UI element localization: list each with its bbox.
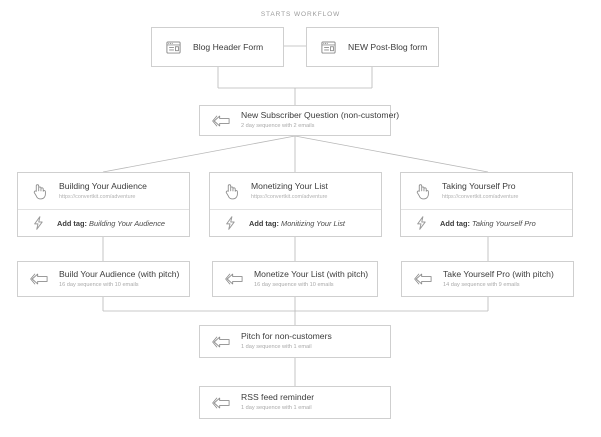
- action-prefix: Add tag:: [440, 218, 470, 228]
- action-prefix: Add tag:: [249, 218, 279, 228]
- node-text: Taking Yourself Pro https://convertkit.c…: [442, 181, 518, 202]
- form-icon: [317, 36, 339, 58]
- node-body: Pitch for non-customers 1 day sequence w…: [200, 326, 390, 357]
- node-subtitle: 16 day sequence with 10 emails: [59, 281, 139, 288]
- node-text: Building Your Audience https://convertki…: [59, 181, 147, 202]
- node-text: Pitch for non-customers 1 day sequence w…: [241, 331, 332, 352]
- node-new-post-blog-form[interactable]: NEW Post-Blog form: [306, 27, 439, 67]
- node-title: Pitch for non-customers: [241, 331, 332, 341]
- node-body: RSS feed reminder 1 day sequence with 1 …: [200, 387, 390, 418]
- sequence-icon: [210, 110, 232, 132]
- node-text: Build Your Audience (with pitch) 16 day …: [59, 269, 179, 290]
- node-subtitle: 1 day sequence with 1 email: [241, 344, 312, 350]
- node-title: Blog Header Form: [193, 41, 264, 52]
- node-text: Monetize Your List (with pitch) 16 day s…: [254, 268, 369, 290]
- workflow-caption: STARTS WORKFLOW: [260, 11, 341, 18]
- node-taking-yourself-pro[interactable]: Taking Yourself Pro https://convertkit.c…: [400, 172, 573, 237]
- node-title: Build Your Audience (with pitch): [59, 268, 180, 279]
- node-take-yourself-pro-pitch[interactable]: Take Yourself Pro (with pitch) 14 day se…: [401, 261, 574, 297]
- click-icon: [411, 180, 433, 202]
- node-body: Blog Header Form: [152, 28, 283, 66]
- divider: [210, 209, 381, 211]
- node-text: Monetizing Your List https://convertkit.…: [251, 181, 328, 202]
- node-title: Monetize Your List (with pitch): [254, 268, 369, 279]
- node-title: Take Yourself Pro (with pitch): [443, 268, 554, 279]
- node-body: Take Yourself Pro (with pitch) 14 day se…: [402, 262, 573, 296]
- sequence-icon: [210, 331, 232, 353]
- node-rss-feed-reminder[interactable]: RSS feed reminder 1 day sequence with 1 …: [199, 386, 391, 419]
- link-section[interactable]: Monetizing Your List https://convertkit.…: [210, 173, 381, 209]
- node-building-your-audience[interactable]: Building Your Audience https://convertki…: [17, 172, 190, 237]
- node-body: New Subscriber Question (non-customer) 2…: [200, 106, 400, 135]
- sequence-icon: [210, 392, 232, 414]
- action-label: Add tag: Taking Yourself Pro: [440, 219, 536, 228]
- node-url: https://convertkit.com/adventure: [251, 193, 328, 200]
- node-title: Building Your Audience: [59, 180, 147, 191]
- node-title: NEW Post-Blog form: [348, 41, 428, 52]
- divider: [401, 209, 572, 211]
- action-section[interactable]: Add tag: Taking Yourself Pro: [401, 210, 572, 236]
- node-text: New Subscriber Question (non-customer) 2…: [241, 110, 400, 131]
- node-monetize-list-pitch[interactable]: Monetize Your List (with pitch) 16 day s…: [212, 261, 378, 297]
- bolt-icon: [28, 213, 48, 233]
- node-url: https://convertkit.com/adventure: [59, 193, 136, 200]
- bolt-icon: [411, 213, 431, 233]
- node-pitch-non-customers[interactable]: Pitch for non-customers 1 day sequence w…: [199, 325, 391, 358]
- node-subtitle: 1 day sequence with 1 email: [241, 405, 312, 411]
- node-new-subscriber-question[interactable]: New Subscriber Question (non-customer) 2…: [199, 105, 400, 136]
- node-body: Build Your Audience (with pitch) 16 day …: [18, 262, 189, 296]
- node-body: Monetize Your List (with pitch) 16 day s…: [213, 262, 377, 296]
- node-body: NEW Post-Blog form: [307, 28, 438, 66]
- action-value: Building Your Audience: [89, 218, 166, 228]
- link-section[interactable]: Building Your Audience https://convertki…: [18, 173, 189, 209]
- action-value: Monitizing Your List: [281, 218, 345, 228]
- action-section[interactable]: Add tag: Monitizing Your List: [210, 210, 381, 236]
- node-title: New Subscriber Question (non-customer): [241, 110, 400, 120]
- action-label: Add tag: Monitizing Your List: [249, 219, 345, 228]
- node-subtitle: 16 day sequence with 10 emails: [254, 281, 334, 288]
- action-section[interactable]: Add tag: Building Your Audience: [18, 210, 189, 236]
- click-icon: [220, 180, 242, 202]
- node-text: NEW Post-Blog form: [348, 42, 427, 53]
- divider: [18, 209, 189, 211]
- form-icon: [162, 36, 184, 58]
- node-build-audience-pitch[interactable]: Build Your Audience (with pitch) 16 day …: [17, 261, 190, 297]
- action-label: Add tag: Building Your Audience: [57, 219, 165, 228]
- node-subtitle: 2 day sequence with 2 emails: [241, 123, 315, 129]
- node-title: Taking Yourself Pro: [442, 180, 516, 191]
- sequence-icon: [412, 268, 434, 290]
- node-title: RSS feed reminder: [241, 392, 315, 402]
- node-monetizing-your-list[interactable]: Monetizing Your List https://convertkit.…: [209, 172, 382, 237]
- sequence-icon: [28, 268, 50, 290]
- link-section[interactable]: Taking Yourself Pro https://convertkit.c…: [401, 173, 572, 209]
- node-subtitle: 14 day sequence with 9 emails: [443, 281, 520, 288]
- node-text: Take Yourself Pro (with pitch) 14 day se…: [443, 269, 554, 290]
- bolt-icon: [220, 213, 240, 233]
- sequence-icon: [223, 268, 245, 290]
- node-text: Blog Header Form: [193, 42, 263, 53]
- click-icon: [28, 180, 50, 202]
- node-text: RSS feed reminder 1 day sequence with 1 …: [241, 392, 314, 413]
- node-blog-header-form[interactable]: Blog Header Form: [151, 27, 284, 67]
- node-url: https://convertkit.com/adventure: [442, 193, 519, 200]
- node-title: Monetizing Your List: [251, 180, 328, 191]
- action-value: Taking Yourself Pro: [472, 218, 536, 228]
- action-prefix: Add tag:: [57, 218, 87, 228]
